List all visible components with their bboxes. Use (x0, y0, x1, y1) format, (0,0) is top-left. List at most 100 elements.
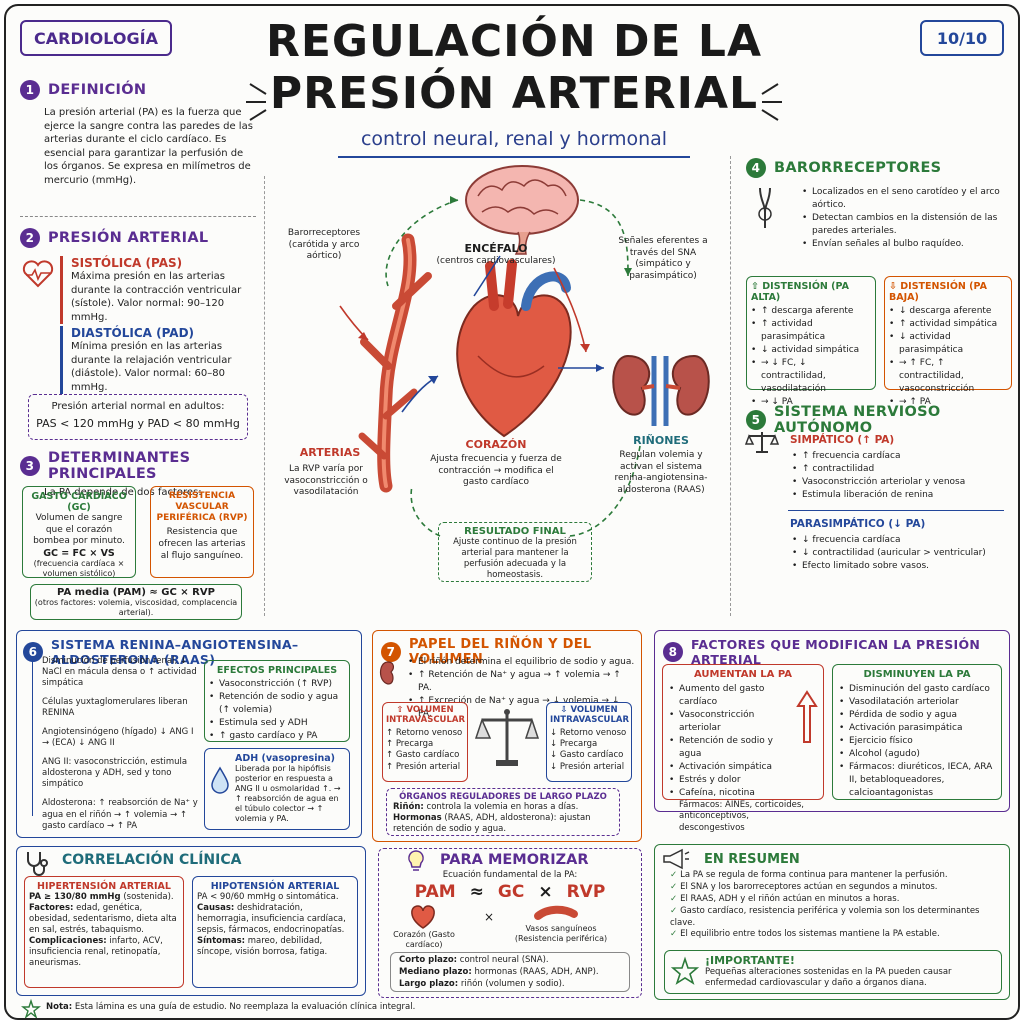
section-title: DETERMINANTES PRINCIPALES (48, 450, 191, 482)
rvp-box: RESISTENCIA VASCULAR PERIFÉRICA (RVP) Re… (150, 486, 254, 578)
section-title: SISTEMA NERVIOSO AUTÓNOMO (774, 404, 941, 436)
distension-low-title: ⇩ DISTENSIÓN (PA BAJA) (889, 281, 987, 303)
equation-times: × (538, 882, 553, 902)
long-term-text: (RAAS, ADH, aldosterona): ajustan retenc… (393, 813, 591, 835)
list-item: Estrés y dolor (669, 774, 789, 787)
list-item: Envían señales al bulbo raquídeo. (802, 238, 1002, 251)
increase-title: AUMENTAN LA PA (693, 669, 793, 680)
diastolic-title: DIASTÓLICA (PAD) (71, 326, 195, 340)
list-item: ↓ contractilidad (auricular > ventricula… (792, 547, 1006, 560)
list-item: Activación simpática (669, 761, 789, 774)
time-text: control neural (SNA). (459, 955, 549, 965)
kidney-text: Regulan volemia y activan el sistema ren… (614, 450, 708, 496)
pam-note: (otros factores: volemia, viscosidad, co… (34, 598, 238, 617)
list-item: ✓ El equilibrio entre todos los sistemas… (670, 929, 940, 940)
systolic-title: SISTÓLICA (PAS) (71, 256, 183, 270)
list-item: ✓ El SNA y los barorreceptores actúan en… (670, 881, 938, 892)
list-item: ↓ actividad parasimpática (889, 331, 1007, 357)
raas-step: Aldosterona: ↑ reabsorción de Na⁺ y agua… (42, 798, 198, 831)
list-item: ↑ descarga aferente (751, 305, 871, 318)
volume-down-box: ⇩ VOLUMEN INTRAVASCULAR ↓ Retorno venoso… (546, 702, 632, 782)
list-item: ↓ descarga aferente (889, 305, 1007, 318)
decrease-factors-box: DISMINUYEN LA PA Disminución del gasto c… (832, 664, 1002, 800)
time-label: Largo plazo: (399, 978, 459, 989)
gc-text: Volumen de sangre que el corazón bombea … (33, 513, 125, 547)
important-title: ¡IMPORTANTE! (705, 954, 795, 967)
important-box: ¡IMPORTANTE! Pequeñas alteraciones soste… (664, 950, 1002, 994)
page-title-line2: PRESIÓN ARTERIAL (269, 68, 759, 119)
water-drop-icon (211, 766, 229, 794)
list-item: ↑ Retención de Na⁺ y agua → ↑ volemia → … (408, 669, 636, 695)
list-item: ↑ Gasto cardíaco (386, 750, 460, 761)
list-item: → ↑ PA (889, 396, 1007, 409)
time-text: hormonas (RAAS, ADH, ANP). (474, 966, 599, 977)
artery-icon (358, 233, 432, 493)
list-item: Detectan cambios en la distensión de las… (802, 212, 1002, 238)
brain-title: ENCÉFALO (464, 242, 528, 255)
systolic-text: Máxima presión en las arterias durante l… (71, 271, 242, 323)
normal-pressure-box: Presión arterial normal en adultos: PAS … (28, 394, 248, 440)
clinical-title: CORRELACIÓN CLÍNICA (62, 852, 242, 868)
gasto-cardiaco-box: GASTO CARDÍACO (GC) Volumen de sangre qu… (22, 486, 136, 578)
section-number: 7 (381, 642, 401, 662)
memorize-title: PARA MEMORIZAR (440, 852, 589, 868)
divider (788, 510, 1004, 511)
hypotension-text: PA < 90/60 mmHg o sintomática. (197, 892, 339, 902)
volume-up-box: ⇧ VOLUMEN INTRAVASCULAR ↑ Retorno venoso… (382, 702, 468, 782)
vessel-caption: Vasos sanguíneos (Resistencia periférica… (514, 924, 608, 944)
parasympathetic-list: ↓ frecuencia cardíaca ↓ contractilidad (… (792, 534, 1006, 573)
section-title: DEFINICIÓN (48, 82, 147, 98)
important-text: Pequeñas alteraciones sostenidas en la P… (705, 967, 952, 989)
summary-list: ✓ La PA se regula de forma continua para… (670, 870, 1002, 941)
list-item: Vasodilatación arteriolar (839, 696, 995, 709)
kidneys-icon (612, 354, 710, 426)
list-item: Localizados en el seno carotídeo y el ar… (802, 186, 1002, 212)
kidney-volume-list: El riñón determina el equilibrio de sodi… (408, 656, 636, 721)
raas-effects-title: EFECTOS PRINCIPALES (216, 665, 338, 676)
result-box: RESULTADO FINAL Ajuste continuo de la pr… (438, 522, 592, 582)
summary-item-text: Gasto cardíaco, resistencia periférica y… (670, 905, 980, 928)
list-item: Aumento del gasto cardíaco (669, 683, 789, 709)
balance-scale-icon (474, 709, 540, 766)
section-title: SISTEMA RENINA–ANGIOTENSINA–ALDOSTERONA … (51, 637, 299, 667)
hypotension-text: deshidratación, hemorragia, insuficienci… (197, 903, 346, 936)
rvp-text: Resistencia que ofrecen las arterias al … (158, 527, 246, 561)
long-term-label: Hormonas (393, 813, 442, 824)
column-divider (730, 156, 731, 616)
hypotension-label: Causas: (197, 903, 235, 914)
star-icon (21, 998, 41, 1018)
section-number: 6 (23, 642, 43, 662)
adh-text: Liberada por la hipófisis posterior en r… (235, 764, 341, 823)
list-item: → ↓ FC, ↓ contractilidad, vasodilatación (751, 357, 871, 396)
equation-pam: PAM (414, 882, 456, 902)
list-item: ↑ actividad simpática (889, 318, 1007, 331)
raas-step: Células yuxtaglomerulares liberan RENINA (42, 697, 188, 719)
list-item: ↑ Excreción de Na⁺ y agua → ↓ volemia → … (408, 695, 636, 721)
study-sheet: CARDIOLOGÍA 10/10 REGULACIÓN DE LA PRESI… (4, 4, 1020, 1020)
list-item: Efecto limitado sobre vasos. (792, 560, 1006, 573)
list-item: Estimula liberación de renina (792, 489, 1002, 502)
artery-title: ARTERIAS (299, 446, 361, 459)
section-resumen (654, 844, 1010, 1000)
result-title: RESULTADO FINAL (464, 526, 566, 537)
normal-label: Presión arterial normal en adultos: (51, 401, 225, 412)
list-item: Vasoconstricción arteriolar (669, 709, 789, 735)
parasympathetic-title: PARASIMPÁTICO (↓ PA) (790, 518, 926, 530)
list-item: El riñón determina el equilibrio de sodi… (408, 656, 636, 669)
footer-note-text: Esta lámina es una guía de estudio. No r… (74, 1002, 416, 1012)
subtitle-underline (338, 156, 690, 158)
hypertension-label: Factores: (29, 903, 74, 914)
long-term-text: controla la volemia en horas a días. (426, 802, 579, 812)
equation-gc: GC (497, 882, 525, 902)
arrow-up-icon (796, 690, 818, 743)
list-item: Vasoconstricción (↑ RVP) (209, 678, 345, 691)
section-number: 8 (663, 642, 683, 662)
balance-scale-icon (744, 432, 780, 453)
systolic-block: SISTÓLICA (PAS) Máxima presión en las ar… (60, 256, 256, 324)
hypertension-text: (sostenida). (123, 892, 174, 902)
distension-high-box: ⇧ DISTENSIÓN (PA ALTA) ↑ descarga aferen… (746, 276, 876, 409)
list-item: Fármacos: AINEs, corticoides, anticoncep… (679, 800, 804, 833)
list-item: ↑ frecuencia cardíaca (792, 450, 1002, 463)
